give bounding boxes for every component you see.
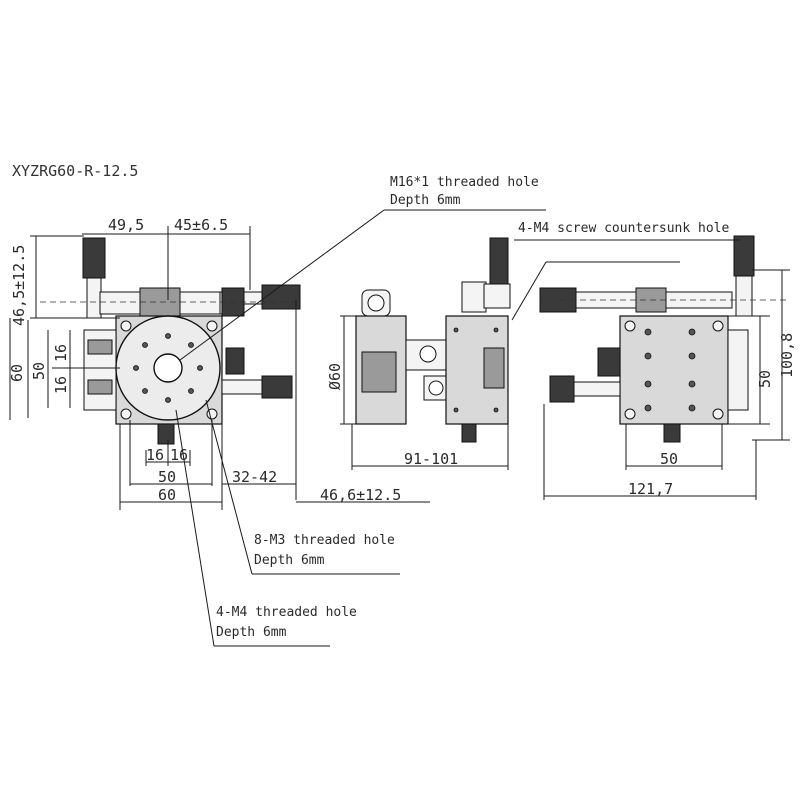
dim-16-a: 16 bbox=[52, 344, 70, 362]
dim-16-bottom-b: 16 bbox=[170, 446, 188, 464]
callout-m3-line1: 8-M3 threaded hole bbox=[254, 533, 395, 548]
horizontal-micrometer-knob bbox=[261, 284, 301, 310]
callout-m16-line2: Depth 6mm bbox=[390, 193, 461, 208]
top-view bbox=[9, 226, 430, 510]
vertical-micrometer-knob bbox=[82, 237, 106, 279]
dim-16-b: 16 bbox=[52, 376, 70, 394]
callout-m3-line2: Depth 6mm bbox=[254, 553, 325, 568]
dim-46-5: 46,5±12.5 bbox=[10, 245, 28, 326]
model-title: XYZRG60-R-12.5 bbox=[12, 162, 138, 180]
callout-m16-line1: M16*1 threaded hole bbox=[390, 175, 539, 190]
dim-60-bottom: 60 bbox=[158, 486, 176, 504]
dim-45: 45±6.5 bbox=[174, 216, 228, 234]
front-stage-plate bbox=[619, 315, 729, 425]
dim-121-7: 121,7 bbox=[628, 480, 673, 498]
callout-leaders bbox=[175, 209, 740, 647]
dim-16-bottom-a: 16 bbox=[146, 446, 164, 464]
dim-50-right-bottom: 50 bbox=[660, 450, 678, 468]
z-micrometer-knob bbox=[489, 237, 509, 285]
dim-50-bottom: 50 bbox=[158, 468, 176, 486]
dim-phi60: Ø60 bbox=[326, 363, 344, 390]
front-view bbox=[539, 235, 790, 500]
center-hole bbox=[153, 353, 183, 383]
callout-m4-line1: 4-M4 threaded hole bbox=[216, 605, 357, 620]
dim-91-101: 91-101 bbox=[404, 450, 458, 468]
dim-49-5: 49,5 bbox=[108, 216, 144, 234]
dim-100-8: 100,8 bbox=[778, 333, 796, 378]
dim-32-42: 32-42 bbox=[232, 468, 277, 486]
dim-50-left: 50 bbox=[30, 362, 48, 380]
right-view-vertical-knob bbox=[733, 235, 755, 277]
right-micrometer-knob bbox=[261, 375, 293, 399]
bottom-lock-knob bbox=[157, 423, 175, 445]
callout-countersunk: 4-M4 screw countersunk hole bbox=[518, 221, 729, 236]
side-view bbox=[340, 237, 511, 470]
dim-50-right: 50 bbox=[756, 370, 774, 388]
dim-46-6: 46,6±12.5 bbox=[320, 486, 401, 504]
dim-60-left: 60 bbox=[8, 364, 26, 382]
callout-m4-line2: Depth 6mm bbox=[216, 625, 287, 640]
